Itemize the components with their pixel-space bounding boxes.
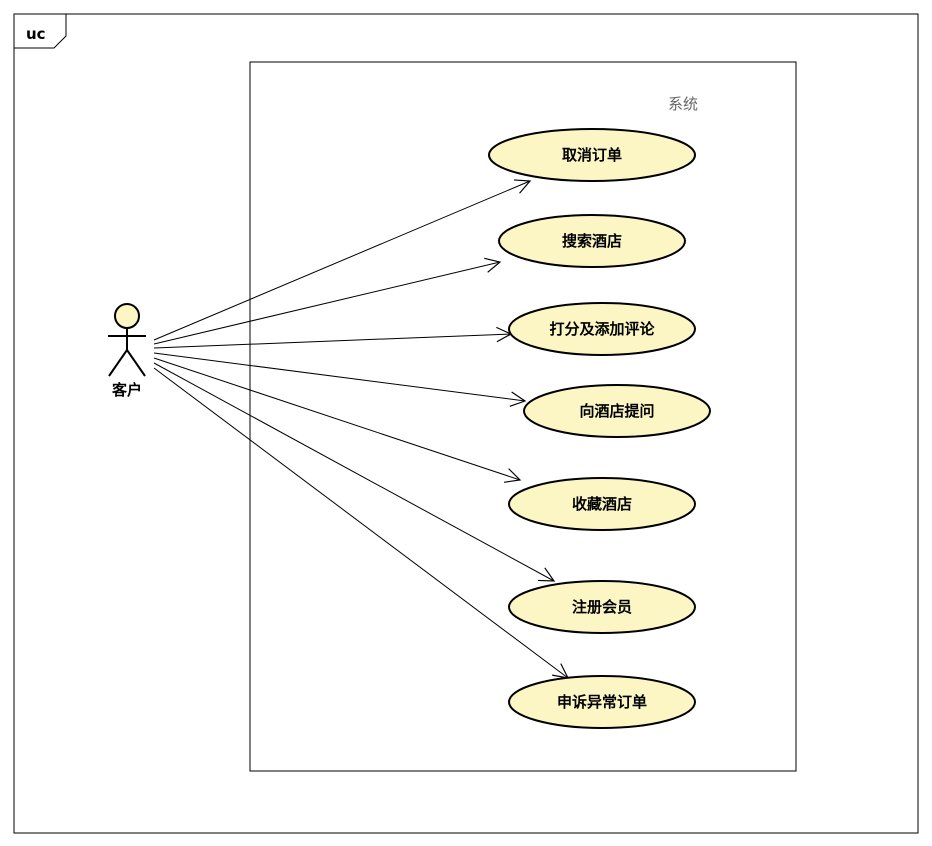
use-case-ellipse xyxy=(523,384,711,438)
actor-left-leg xyxy=(108,349,128,377)
association-favorite-hotel[interactable] xyxy=(153,357,522,483)
use-case-ellipse xyxy=(508,302,696,356)
association-rate-and-comment[interactable] xyxy=(153,326,513,349)
uc-frame-label: uc xyxy=(26,25,46,43)
use-case-register-member[interactable]: 注册会员 xyxy=(508,580,696,634)
use-case-cancel-order[interactable]: 取消订单 xyxy=(488,128,696,182)
use-case-label: 向酒店提问 xyxy=(579,402,654,420)
association-ask-hotel[interactable] xyxy=(153,352,527,407)
use-case-search-hotel[interactable]: 搜索酒店 xyxy=(498,214,686,268)
use-case-label: 取消订单 xyxy=(562,146,622,164)
use-case-favorite-hotel[interactable]: 收藏酒店 xyxy=(508,477,696,531)
use-case-ellipse xyxy=(498,214,686,268)
use-case-label: 注册会员 xyxy=(572,598,632,616)
actor-label: 客户 xyxy=(111,381,142,399)
use-case-ellipse xyxy=(508,477,696,531)
use-case-ellipse xyxy=(508,580,696,634)
use-case-label: 搜索酒店 xyxy=(562,232,622,250)
system-title: 系统 xyxy=(668,95,698,113)
use-case-label: 收藏酒店 xyxy=(572,495,632,513)
association-cancel-order[interactable] xyxy=(153,179,532,341)
use-case-appeal-order[interactable]: 申诉异常订单 xyxy=(508,675,696,729)
actor-head xyxy=(114,303,140,329)
associations xyxy=(153,179,570,679)
actor-customer[interactable]: 客户 xyxy=(108,303,146,399)
use-case-ask-hotel[interactable]: 向酒店提问 xyxy=(523,384,711,438)
association-appeal-order[interactable] xyxy=(153,367,570,679)
use-case-ellipse xyxy=(508,675,696,729)
uc-frame-tab xyxy=(14,14,67,49)
use-case-rate-and-comment[interactable]: 打分及添加评论 xyxy=(508,302,696,356)
association-search-hotel[interactable] xyxy=(153,257,502,345)
use-case-label: 打分及添加评论 xyxy=(549,320,655,338)
actor-right-leg xyxy=(126,349,146,377)
use-case-ellipse xyxy=(488,128,696,182)
association-register-member[interactable] xyxy=(153,362,556,582)
use-case-label: 申诉异常订单 xyxy=(557,693,647,711)
